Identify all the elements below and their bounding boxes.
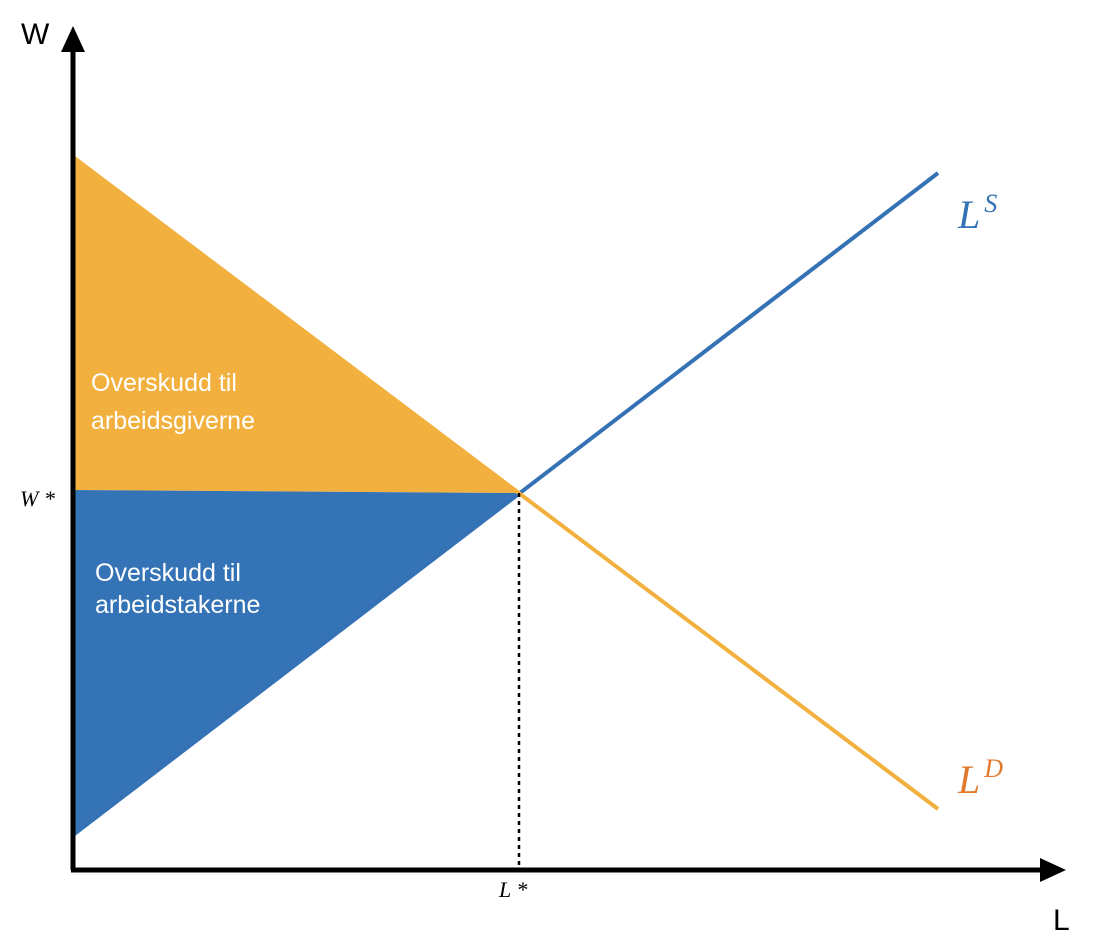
employer-surplus-label-line1: Overskudd til (91, 369, 237, 397)
supply-curve-label-sup: S (984, 189, 997, 218)
equilibrium-wage-label: W * (20, 486, 55, 511)
employer-surplus-label-line2: arbeidsgiverne (91, 407, 255, 435)
demand-curve-label-main: L (957, 757, 980, 802)
supply-curve-label: L S (957, 189, 997, 237)
y-axis-arrow-icon (61, 26, 85, 52)
x-axis-label: L (1053, 904, 1070, 937)
x-axis-arrow-icon (1040, 858, 1066, 882)
y-axis-label: W (21, 18, 50, 51)
worker-surplus-label-line1: Overskudd til (95, 559, 241, 587)
demand-curve-label-sup: D (983, 754, 1003, 783)
supply-curve-label-main: L (957, 192, 980, 237)
equilibrium-quantity-label: L * (498, 877, 527, 902)
labor-supply-curve (71, 171, 940, 837)
demand-curve-label: L D (957, 754, 1003, 802)
labor-demand-curve (71, 155, 940, 811)
worker-surplus-label-line2: arbeidstakerne (95, 591, 260, 619)
